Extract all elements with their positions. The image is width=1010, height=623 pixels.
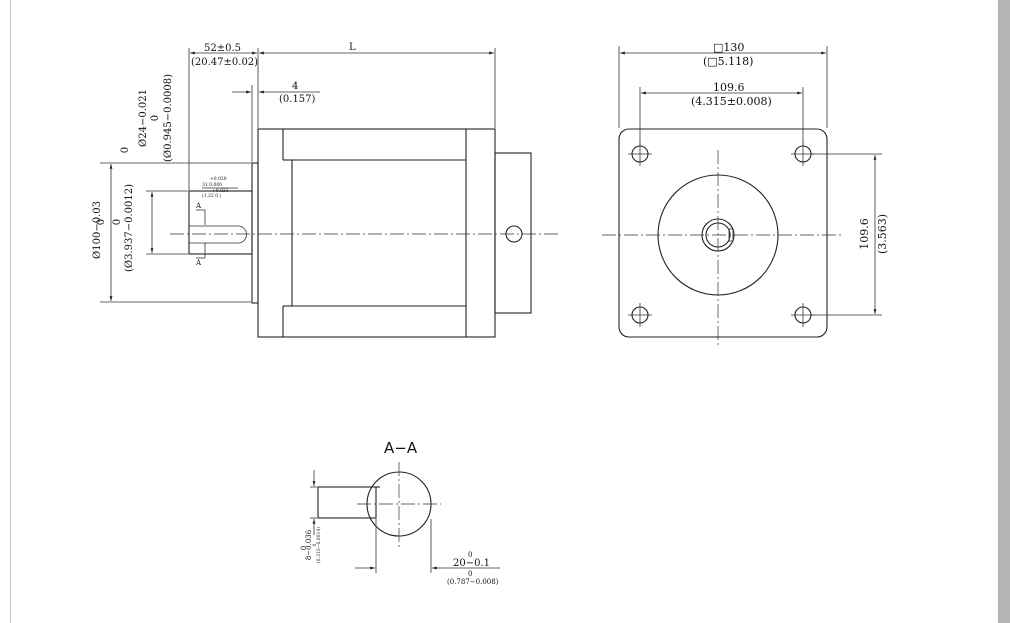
depth-upper: 0 <box>468 551 472 559</box>
key-length-tol-in: (1.22 0 ) <box>202 192 221 199</box>
mount-holes <box>628 142 815 327</box>
pilot-dia-in-upper: 0 <box>112 219 123 225</box>
key-length-tol-top: +0.020 <box>210 176 227 182</box>
scrollbar[interactable] <box>998 0 1010 623</box>
rear-housing <box>494 152 532 314</box>
section-mark-top: A <box>195 202 202 210</box>
shaft-dia-in-upper: 0 <box>150 115 161 121</box>
section-shaft <box>366 471 432 537</box>
key-width-upper: 0 <box>300 546 308 550</box>
hole-spacing-dim: 109.6 <box>713 81 745 94</box>
square-dim-in: (□5.118) <box>703 55 753 68</box>
key-length-tol-main: 31 0.000 <box>202 182 222 188</box>
section-key <box>317 486 377 519</box>
shaft-dia-dim-in: (Ø0.945−0.0008) <box>163 74 174 162</box>
side-view: A A 52±0.5 (20.47±0.02) L 4 (0.157) <box>92 42 560 338</box>
shaft-dia-dim: Ø24−0.021 <box>138 89 149 147</box>
shaft-dia-upper: 0 <box>120 147 131 153</box>
shaft <box>188 190 253 255</box>
hole-spacing-dim-in: (4.315±0.008) <box>691 95 772 108</box>
key-length-tol-bottom: +0.031 <box>212 188 229 194</box>
pilot-dia-upper: 0 <box>96 219 107 225</box>
pilot-dia-dim: Ø100−0.03 <box>92 201 103 259</box>
hole-spacing-v-dim: 109.6 <box>858 218 871 250</box>
page-left-border <box>10 0 11 623</box>
depth-in-upper: 0 <box>468 570 472 578</box>
section-a-a: A−A 0 8−0.036 0 (0.3 <box>300 439 500 586</box>
hole-spacing-v-dim-in: (3.563) <box>876 214 889 254</box>
shaft-length-dim: 52±0.5 <box>204 43 241 54</box>
shaft-length-dim-in: (20.47±0.02) <box>191 57 258 68</box>
front-view: □130 (□5.118) 109.6 (4.315±0.008) 109.6 … <box>602 41 889 345</box>
depth-dim-in: (0.787−0.008) <box>447 578 499 586</box>
pilot-dia-dim-in: (Ø3.937−0.0012) <box>124 184 135 272</box>
depth-dim: 20−0.1 <box>453 558 490 569</box>
pilot-boss <box>251 162 259 304</box>
square-dim: □130 <box>713 41 744 54</box>
key-width-in-upper: 0 <box>312 543 318 546</box>
section-title: A−A <box>384 439 418 457</box>
section-mark-bottom: A <box>195 259 202 267</box>
flange-thickness-dim: 4 <box>292 81 298 92</box>
key-width-dim-in: (0.315−0.0014) <box>315 527 322 563</box>
key-width-dim: 8−0.036 <box>305 529 313 560</box>
flange-thickness-dim-in: (0.157) <box>279 94 316 105</box>
body-length-dim: L <box>349 42 356 53</box>
front-flange <box>618 128 828 338</box>
